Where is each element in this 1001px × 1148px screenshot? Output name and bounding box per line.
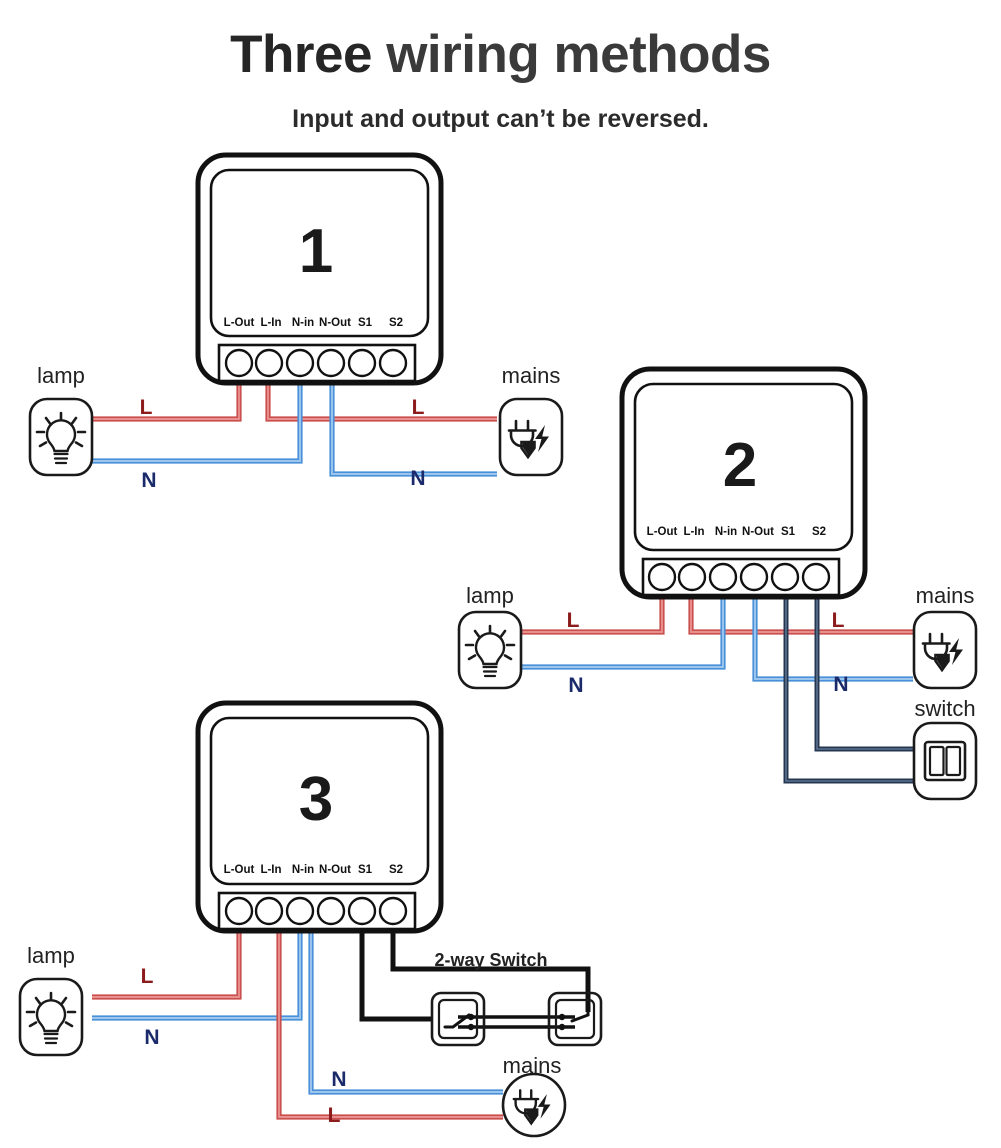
lightbulb-icon: [28, 397, 94, 477]
mains-icon-1[interactable]: [500, 399, 562, 475]
wire-label-mains-neutral-3: N: [331, 1068, 346, 1091]
two-way-switch-label: 2-way Switch: [434, 950, 547, 970]
switch-label-2: switch: [914, 696, 975, 721]
terminal-label-l-out: L-Out: [647, 526, 678, 538]
lamp-icon-2[interactable]: [457, 610, 523, 690]
terminal-label-n-out: N-Out: [319, 864, 351, 876]
wire-label-lamp-neutral-1: N: [141, 469, 156, 492]
page-title: Three wiring methods: [0, 24, 1001, 85]
terminal-s1[interactable]: [347, 896, 377, 926]
terminal-label-s1: S1: [781, 526, 796, 538]
lamp-label-1: lamp: [37, 363, 85, 388]
terminal-label-l-in: L-In: [260, 317, 281, 329]
terminal-s2[interactable]: [378, 896, 408, 926]
terminal-n-out[interactable]: [739, 562, 769, 592]
mains-label-1: mains: [502, 363, 561, 388]
terminal-n-out[interactable]: [316, 348, 346, 378]
terminal-label-s2: S2: [812, 526, 826, 538]
terminal-l-out[interactable]: [224, 896, 254, 926]
two-way-switch-right[interactable]: [547, 991, 603, 1047]
device-module-3: 3 L-Out L-In N-in N-Out S1 S2: [195, 700, 444, 934]
diagram-2: 2 L-Out L-In N-in N-Out S1 S2 lamp: [457, 366, 978, 801]
lamp-label-2: lamp: [466, 583, 514, 608]
wire-label-mains-live-1: L: [412, 396, 425, 419]
wire-label-lamp-live-1: L: [140, 396, 153, 419]
wire-label-mains-live-2: L: [832, 609, 845, 632]
power-plug-icon: [500, 399, 562, 475]
terminal-label-n-out: N-Out: [319, 317, 351, 329]
page-title-rest: wiring methods: [371, 25, 771, 84]
power-plug-icon-round: [503, 1074, 565, 1136]
device-number: 2: [723, 431, 757, 500]
terminal-n-in[interactable]: [285, 348, 315, 378]
terminal-n-in[interactable]: [708, 562, 738, 592]
mains-icon-2[interactable]: [914, 612, 976, 688]
terminal-label-n-in: N-in: [292, 864, 314, 876]
device-number: 3: [299, 765, 333, 834]
terminal-label-n-in: N-in: [715, 526, 737, 538]
switch-icon-2[interactable]: [912, 721, 978, 801]
two-way-switch-icon: [430, 991, 486, 1047]
diagram-1: 1 L-Out L-In N-in N-Out S1 S2 lamp: [28, 152, 562, 492]
terminal-l-in[interactable]: [254, 896, 284, 926]
page-title-accent: Three: [230, 25, 372, 84]
terminal-n-out[interactable]: [316, 896, 346, 926]
terminal-label-s1: S1: [358, 317, 373, 329]
wire-label-mains-neutral-1: N: [410, 467, 425, 490]
mains-icon-3[interactable]: [503, 1074, 565, 1136]
mains-label-3: mains: [503, 1053, 562, 1078]
wire-label-mains-live-3: L: [328, 1104, 341, 1127]
terminal-s2[interactable]: [801, 562, 831, 592]
terminal-label-s1: S1: [358, 864, 373, 876]
terminal-l-out[interactable]: [647, 562, 677, 592]
wire-label-lamp-live-3: L: [141, 965, 154, 988]
terminal-n-in[interactable]: [285, 896, 315, 926]
terminal-s1[interactable]: [347, 348, 377, 378]
two-way-switch-icon: [547, 991, 603, 1047]
wire-label-lamp-neutral-3: N: [144, 1026, 159, 1049]
terminal-l-in[interactable]: [254, 348, 284, 378]
diagram-3: 3 L-Out L-In N-in N-Out S1 S2 2-way Swit…: [18, 700, 603, 1136]
wire-label-lamp-neutral-2: N: [568, 674, 583, 697]
device-number: 1: [299, 217, 333, 286]
two-way-switch-left[interactable]: [430, 991, 486, 1047]
page-subtitle: Input and output can’t be reversed.: [292, 105, 709, 133]
terminal-label-s2: S2: [389, 317, 403, 329]
terminal-label-n-in: N-in: [292, 317, 314, 329]
diagram-3-wires: [92, 906, 591, 1120]
device-module-2: 2 L-Out L-In N-in N-Out S1 S2: [619, 366, 868, 600]
device-module-1: 1 L-Out L-In N-in N-Out S1 S2: [195, 152, 444, 386]
wall-switch-icon: [912, 721, 978, 801]
power-plug-icon: [914, 612, 976, 688]
lightbulb-icon: [18, 977, 84, 1057]
terminal-l-out[interactable]: [224, 348, 254, 378]
terminal-label-l-in: L-In: [260, 864, 281, 876]
terminal-label-s2: S2: [389, 864, 403, 876]
terminal-s2[interactable]: [378, 348, 408, 378]
wire-label-lamp-live-2: L: [567, 609, 580, 632]
wire-label-mains-neutral-2: N: [833, 673, 848, 696]
terminal-s1[interactable]: [770, 562, 800, 592]
terminal-label-l-in: L-In: [683, 526, 704, 538]
lamp-icon-1[interactable]: [28, 397, 94, 477]
terminal-label-l-out: L-Out: [224, 317, 255, 329]
lamp-icon-3[interactable]: [18, 977, 84, 1057]
mains-label-2: mains: [916, 583, 975, 608]
lightbulb-icon: [457, 610, 523, 690]
terminal-label-n-out: N-Out: [742, 526, 774, 538]
terminal-l-in[interactable]: [677, 562, 707, 592]
lamp-label-3: lamp: [27, 943, 75, 968]
terminal-label-l-out: L-Out: [224, 864, 255, 876]
